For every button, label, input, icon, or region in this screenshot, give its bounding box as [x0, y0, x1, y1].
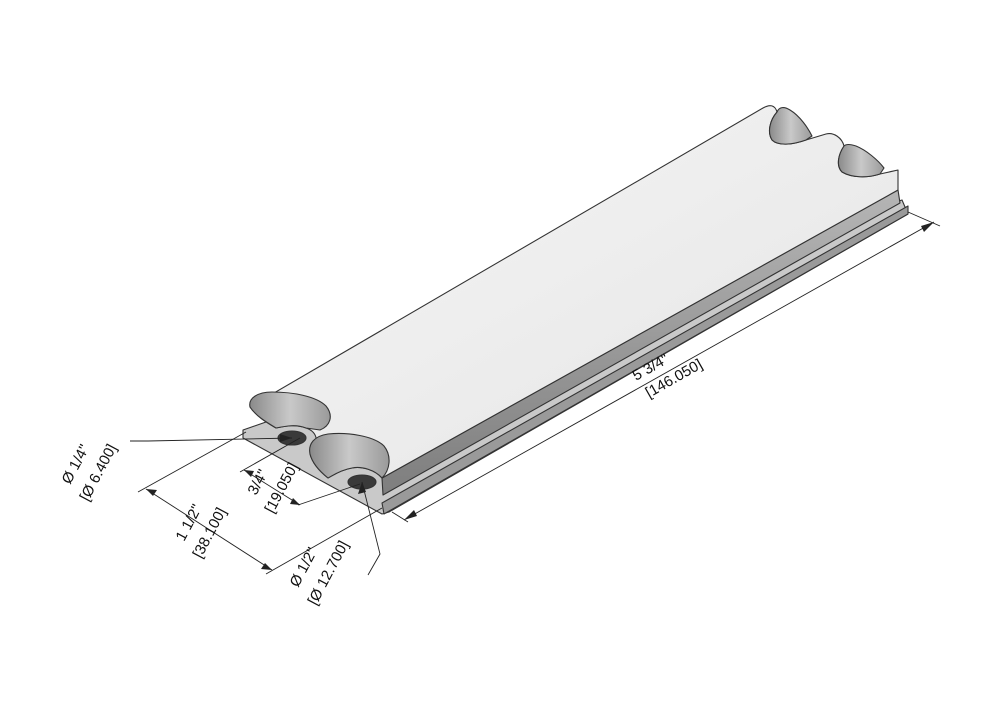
- hole-spacing-metric-label: [19.050]: [262, 460, 302, 516]
- far-pocket-1: [768, 107, 813, 145]
- near-pocket-2: [309, 432, 390, 479]
- far-pocket-2: [837, 143, 885, 178]
- flange-front-face: [381, 205, 909, 515]
- near-pocket-1: [249, 391, 331, 431]
- body-top-face: [249, 105, 899, 479]
- mounting-plate-part: [242, 105, 909, 515]
